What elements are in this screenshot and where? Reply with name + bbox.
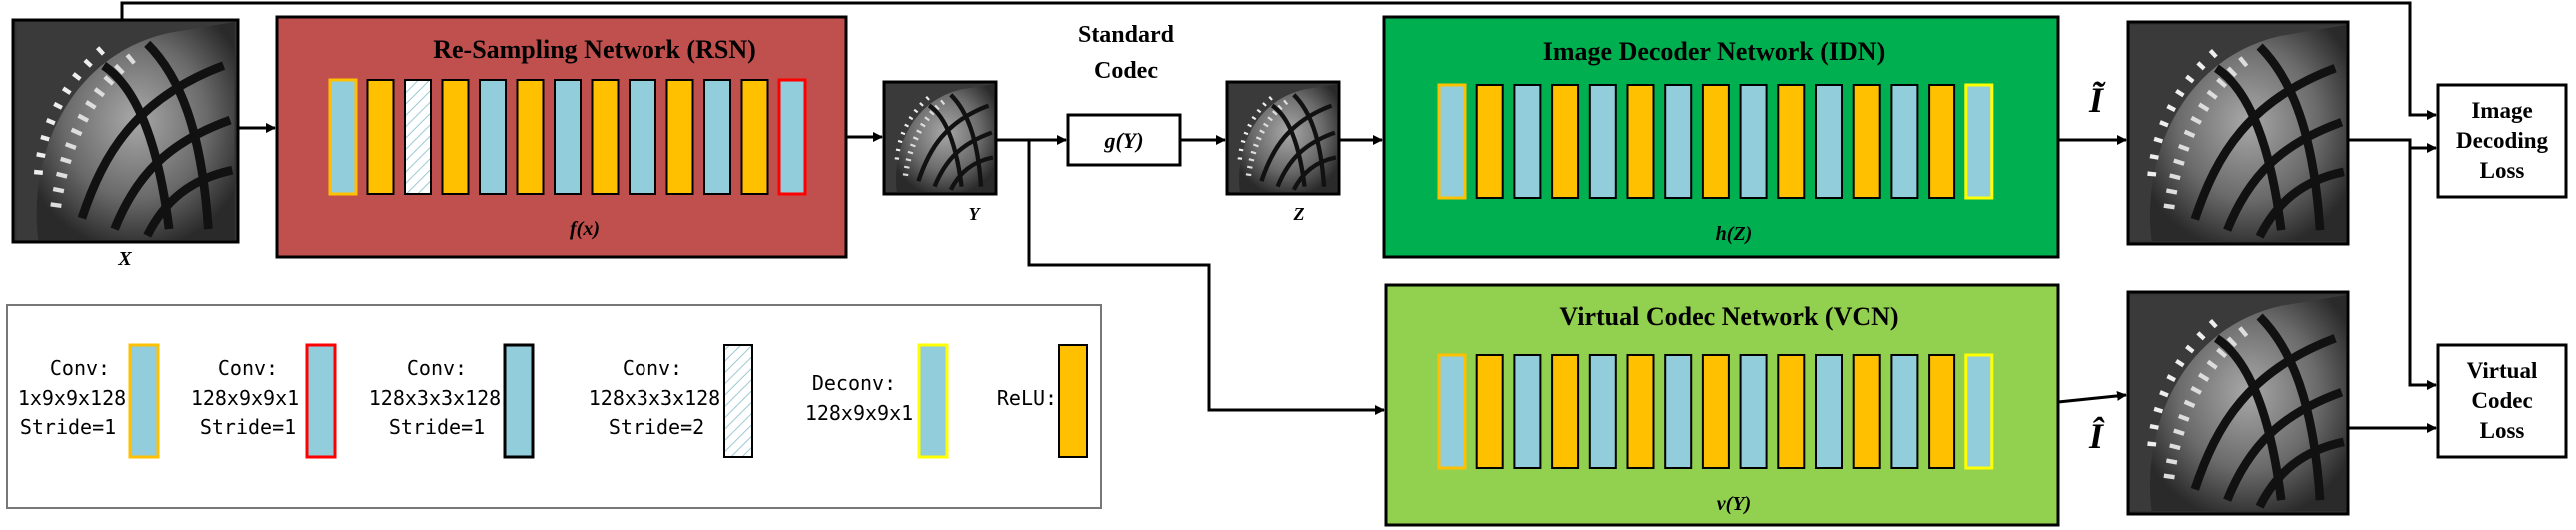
legend-1-line2: 128x9x9x1 [191, 386, 299, 410]
relu-layer [591, 79, 620, 195]
conv-layer [1815, 84, 1843, 199]
deconv-layer [1964, 353, 1994, 470]
relu-layer [1701, 354, 1730, 469]
rsn-layer-stack [328, 78, 807, 196]
legend-1-line3: Stride=1 [200, 415, 296, 439]
relu-layer [1475, 84, 1504, 199]
relu-layer [1551, 84, 1580, 199]
relu-layer [1928, 354, 1956, 469]
arrow-y-to-vcn [1027, 140, 1385, 415]
image-z [1225, 80, 1341, 196]
legend-4-line1: Deconv: [812, 371, 896, 395]
conv-layer [1513, 354, 1542, 469]
label-y: Y [969, 204, 982, 224]
skip-connection-arrow [120, 1, 2437, 120]
relu-layer [1852, 354, 1881, 469]
vcn-function: v(Y) [1717, 493, 1751, 515]
conv-layer [1739, 84, 1768, 199]
virtual-loss-line1: Virtual [2467, 358, 2538, 383]
label-x: X [117, 248, 132, 270]
conv-layer [1664, 84, 1693, 199]
legend-swatch-relu [1058, 344, 1088, 458]
relu-layer [1928, 84, 1956, 199]
relu-layer [1626, 354, 1655, 469]
conv-layer [554, 79, 582, 195]
legend-swatch-conv-red [305, 343, 337, 459]
conv-layer [1890, 84, 1919, 199]
decoding-loss-line2: Decoding [2456, 128, 2549, 153]
legend-3-line3: Stride=2 [609, 415, 704, 439]
conv-input-layer [1437, 83, 1467, 200]
conv-input-layer [328, 78, 358, 196]
deconv-layer [1964, 83, 1994, 200]
idn-function: h(Z) [1716, 223, 1753, 245]
relu-layer [1852, 84, 1881, 199]
conv-output-layer [777, 78, 807, 196]
legend-swatch-conv-plain [503, 343, 535, 459]
legend-4-line2: 128x9x9x1 [805, 401, 913, 425]
conv-layer [1815, 354, 1843, 469]
legend-2-line3: Stride=1 [389, 415, 485, 439]
rsn-function: f(x) [570, 218, 600, 240]
relu-layer [366, 79, 395, 195]
relu-layer [1777, 354, 1806, 469]
vcn-title: Virtual Codec Network (VCN) [1559, 302, 1898, 331]
vcn-layer-stack [1437, 353, 1994, 470]
legend-5-line1: ReLU: [997, 386, 1057, 410]
legend-swatch-conv-orange [128, 343, 160, 459]
conv-stride2-layer [404, 79, 432, 195]
rsn-title: Re-Sampling Network (RSN) [433, 35, 756, 64]
idn-output-image [2126, 20, 2350, 246]
conv-layer [1664, 354, 1693, 469]
conv-layer [1890, 354, 1919, 469]
virtual-loss-line2: Codec [2471, 388, 2532, 413]
legend-2-line2: 128x3x3x128 [369, 386, 501, 410]
relu-layer [740, 79, 769, 195]
arrow-vcn-to-output [2057, 390, 2127, 404]
conv-layer [1739, 354, 1768, 469]
relu-layer [516, 79, 545, 195]
idn-layer-stack [1437, 83, 1994, 200]
codec-function: g(Y) [1103, 128, 1143, 153]
legend-3-line1: Conv: [623, 356, 682, 380]
decoding-loss-line1: Image [2471, 98, 2532, 123]
relu-layer [1701, 84, 1730, 199]
conv-layer [629, 79, 656, 195]
legend-3-line2: 128x3x3x128 [589, 386, 720, 410]
legend-2-line1: Conv: [407, 356, 467, 380]
relu-layer [1777, 84, 1806, 199]
label-i-hat: Î [2088, 416, 2105, 456]
conv-layer [1513, 84, 1542, 199]
idn-title: Image Decoder Network (IDN) [1543, 37, 1885, 66]
image-y [882, 80, 998, 196]
label-z: Z [1293, 204, 1305, 224]
label-i-tilde: Ĩ [2088, 80, 2106, 120]
legend-0-line1: Conv: [50, 356, 110, 380]
virtual-loss-line3: Loss [2480, 418, 2525, 443]
relu-layer [1551, 354, 1580, 469]
image-decoding-loss-box [2436, 83, 2568, 199]
virtual-codec-loss-box [2436, 343, 2568, 459]
conv-layer [479, 79, 507, 195]
legend-0-line3: Stride=1 [20, 415, 116, 439]
codec-title-line2: Codec [1094, 58, 1158, 84]
conv-input-layer [1437, 353, 1467, 470]
legend-0-line2: 1x9x9x128 [18, 386, 126, 410]
legend-1-line1: Conv: [218, 356, 278, 380]
legend-swatch-deconv-yellow [917, 343, 949, 459]
input-image-x [11, 18, 240, 244]
relu-layer [665, 79, 694, 195]
conv-layer [1588, 354, 1617, 469]
codec-title-line1: Standard [1078, 22, 1175, 48]
vcn-output-image [2126, 290, 2350, 516]
arrow-idn-output-to-virtual-loss [2408, 148, 2437, 390]
legend-swatch-conv-stride2 [723, 344, 753, 458]
relu-layer [1626, 84, 1655, 199]
decoding-loss-line3: Loss [2480, 158, 2525, 183]
relu-layer [441, 79, 470, 195]
conv-layer [1588, 84, 1617, 199]
conv-layer [703, 79, 731, 195]
relu-layer [1475, 354, 1504, 469]
